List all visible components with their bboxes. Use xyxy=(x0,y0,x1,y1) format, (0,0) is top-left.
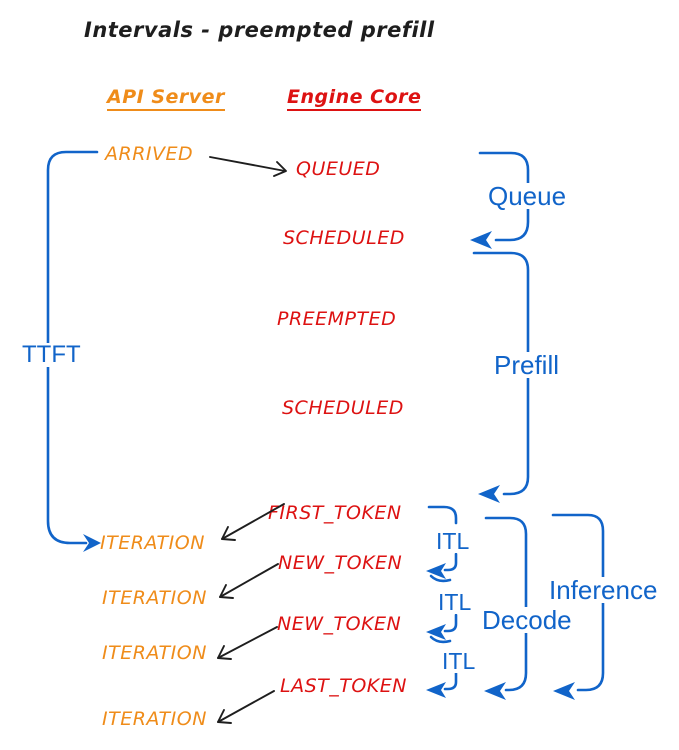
event-new-token-2: NEW_TOKEN xyxy=(277,613,402,635)
chevron-arrowhead-icon xyxy=(217,645,232,660)
interval-decode: Decode xyxy=(480,605,574,635)
page-title: Intervals - preempted prefill xyxy=(84,18,435,42)
interval-inference: Inference xyxy=(547,575,660,605)
event-iteration-3: ITERATION xyxy=(102,642,207,664)
itl-arrow-2 xyxy=(426,613,458,644)
event-first-token: FIRST_TOKEN xyxy=(268,502,402,524)
itl-arrowhead-icon xyxy=(426,563,446,579)
interval-itl-3: ITL xyxy=(440,648,478,674)
queue-arrowhead-icon xyxy=(470,231,492,249)
event-scheduled-2: SCHEDULED xyxy=(282,397,404,419)
prefill-arrowhead-icon xyxy=(478,485,500,503)
chevron-arrowhead-icon xyxy=(219,584,234,599)
event-arrived: ARRIVED xyxy=(105,143,194,165)
arrow-last-token-to-iteration xyxy=(217,690,275,724)
interval-itl-1: ITL xyxy=(434,528,472,554)
itl-arrowhead-icon xyxy=(426,682,446,698)
itl-arrow-3 xyxy=(426,671,458,698)
chevron-arrowhead-icon xyxy=(217,709,232,724)
decode-bracket xyxy=(484,516,528,700)
event-last-token: LAST_TOKEN xyxy=(280,675,407,697)
arrow-new-token-2-to-iteration xyxy=(217,626,278,660)
chevron-arrowhead-icon xyxy=(221,526,236,541)
itl-bracket-start xyxy=(427,505,458,525)
event-new-token-1: NEW_TOKEN xyxy=(278,552,403,574)
itl-arrow-1 xyxy=(426,552,458,583)
event-queued: QUEUED xyxy=(296,158,381,180)
interval-prefill: Prefill xyxy=(492,350,562,380)
event-scheduled-1: SCHEDULED xyxy=(283,227,405,249)
itl-arrowhead-icon xyxy=(426,624,446,640)
arrow-first-token-to-iteration xyxy=(221,503,285,541)
interval-itl-2: ITL xyxy=(436,589,474,615)
event-iteration-4: ITERATION xyxy=(102,708,207,730)
interval-queue: Queue xyxy=(486,181,569,211)
arrow-new-token-1-to-iteration xyxy=(219,563,279,599)
column-header-api-server: API Server xyxy=(107,88,225,111)
inference-arrowhead-icon xyxy=(553,682,575,700)
arrow-arrived-to-queued xyxy=(209,156,287,177)
column-header-engine-core: Engine Core xyxy=(287,88,422,111)
event-iteration-2: ITERATION xyxy=(102,587,207,609)
decode-arrowhead-icon xyxy=(484,682,506,700)
event-preempted: PREEMPTED xyxy=(277,308,397,330)
ttft-arrowhead-icon xyxy=(83,534,101,552)
interval-ttft: TTFT xyxy=(20,341,83,368)
chevron-arrowhead-icon xyxy=(273,161,287,177)
event-iteration-1: ITERATION xyxy=(100,532,205,554)
